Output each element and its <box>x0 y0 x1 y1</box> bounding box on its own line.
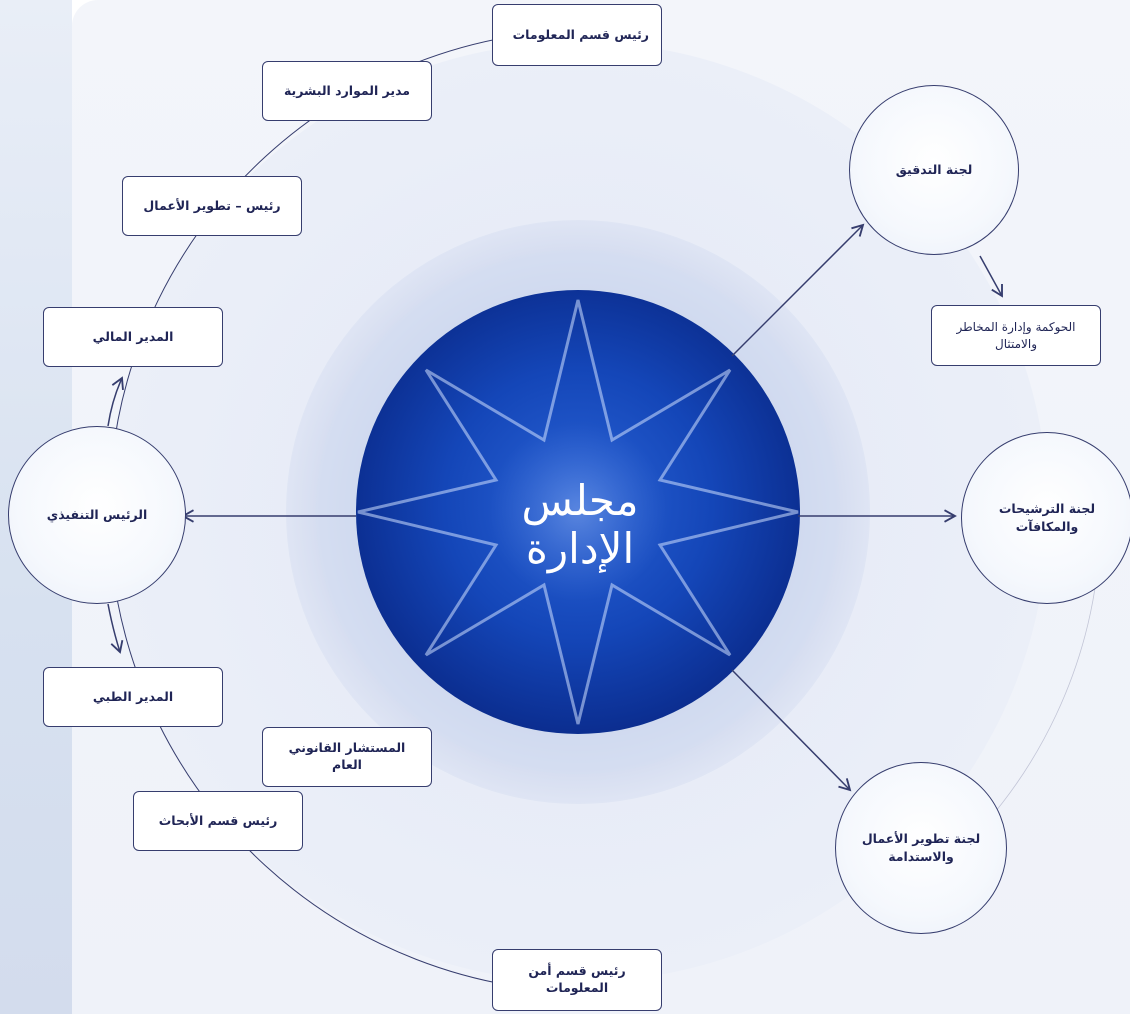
board-title-line1: مجلس <box>521 475 639 525</box>
center-glow <box>488 422 668 602</box>
label-bizdev-head: رئيس – تطوير الأعمال <box>143 197 281 213</box>
label-ceo: الرئيس التنفيذي <box>46 506 148 522</box>
label-hr-director: مدير الموارد البشرية <box>283 82 411 98</box>
box-cfo[interactable]: المدير المالي <box>43 307 223 367</box>
label-audit: لجنة التدقيق <box>895 161 973 177</box>
label-audit-scope: الحوكمة وإدارة المخاطر والامتثال <box>956 320 1076 351</box>
label-medical-director: المدير الطبي <box>92 688 174 704</box>
box-bizdev-head[interactable]: رئيس – تطوير الأعمال <box>122 176 302 236</box>
box-it-head[interactable]: رئيس قسم المعلومات <box>492 4 662 66</box>
board-title: مجلس الإدارة <box>400 465 760 585</box>
board-title-line2: الإدارة <box>525 524 635 573</box>
box-audit-scope[interactable]: الحوكمة وإدارة المخاطر والامتثال <box>931 305 1101 366</box>
arrow-ceo-down <box>107 603 124 654</box>
arrow-ceo-up <box>107 376 124 427</box>
box-medical-director[interactable]: المدير الطبي <box>43 667 223 727</box>
label-it-head: رئيس قسم المعلومات <box>512 26 649 42</box>
arrow-to-bizdev-committee <box>731 669 852 792</box>
label-general-counsel: المستشار القانوني العام <box>288 740 406 772</box>
label-infosec-head: رئيس قسم أمن المعلومات <box>528 963 626 995</box>
connector-bottom-arc <box>111 564 580 993</box>
center-star-glow <box>357 299 799 725</box>
arrow-to-audit <box>731 223 865 357</box>
circle-audit[interactable]: لجنة التدقيق <box>849 85 1019 255</box>
circle-ceo[interactable]: الرئيس التنفيذي <box>8 426 186 604</box>
box-general-counsel[interactable]: المستشار القانوني العام <box>262 727 432 787</box>
label-nominations: لجنة الترشيحات والمكافآت <box>998 500 1096 534</box>
box-infosec-head[interactable]: رئيس قسم أمن المعلومات <box>492 949 662 1011</box>
label-bizdev-sustainability: لجنة تطوير الأعمال والاستدامة <box>861 830 981 864</box>
box-hr-director[interactable]: مدير الموارد البشرية <box>262 61 432 121</box>
circle-nominations[interactable]: لجنة الترشيحات والمكافآت <box>961 432 1130 604</box>
box-research-head[interactable]: رئيس قسم الأبحاث <box>133 791 303 851</box>
arrow-audit-scope <box>979 255 1003 298</box>
label-research-head: رئيس قسم الأبحاث <box>158 812 278 828</box>
circle-bizdev-sustainability[interactable]: لجنة تطوير الأعمال والاستدامة <box>835 762 1007 934</box>
label-cfo: المدير المالي <box>92 328 174 344</box>
